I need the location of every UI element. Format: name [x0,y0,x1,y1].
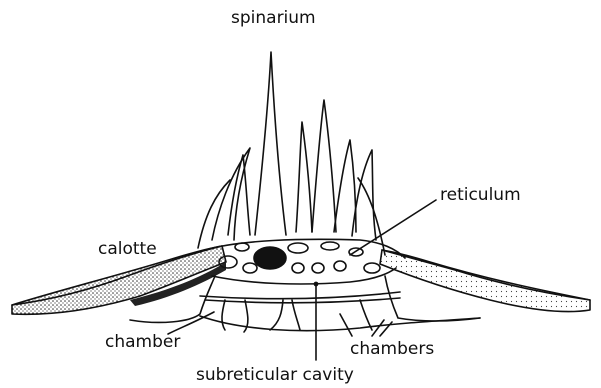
label-spinarium: spinarium [231,10,316,27]
spine-central [255,52,286,235]
label-chamber: chamber [105,334,180,351]
label-subreticular-cavity: subreticular cavity [196,367,354,384]
spine-center-right [296,122,312,232]
leader-reticulum [350,200,436,255]
label-chambers: chambers [350,341,434,358]
right-wing [380,250,590,312]
leader-chambers-1 [340,314,352,336]
subreticular-floor [200,292,400,299]
spine-right-2 [312,100,336,232]
label-reticulum: reticulum [440,187,521,204]
spine-left-outer [198,180,230,248]
spine-right-3 [334,140,356,232]
leader-chamber [168,312,214,334]
reticulum-dark-pore [254,247,286,269]
label-calotte: calotte [98,241,157,258]
